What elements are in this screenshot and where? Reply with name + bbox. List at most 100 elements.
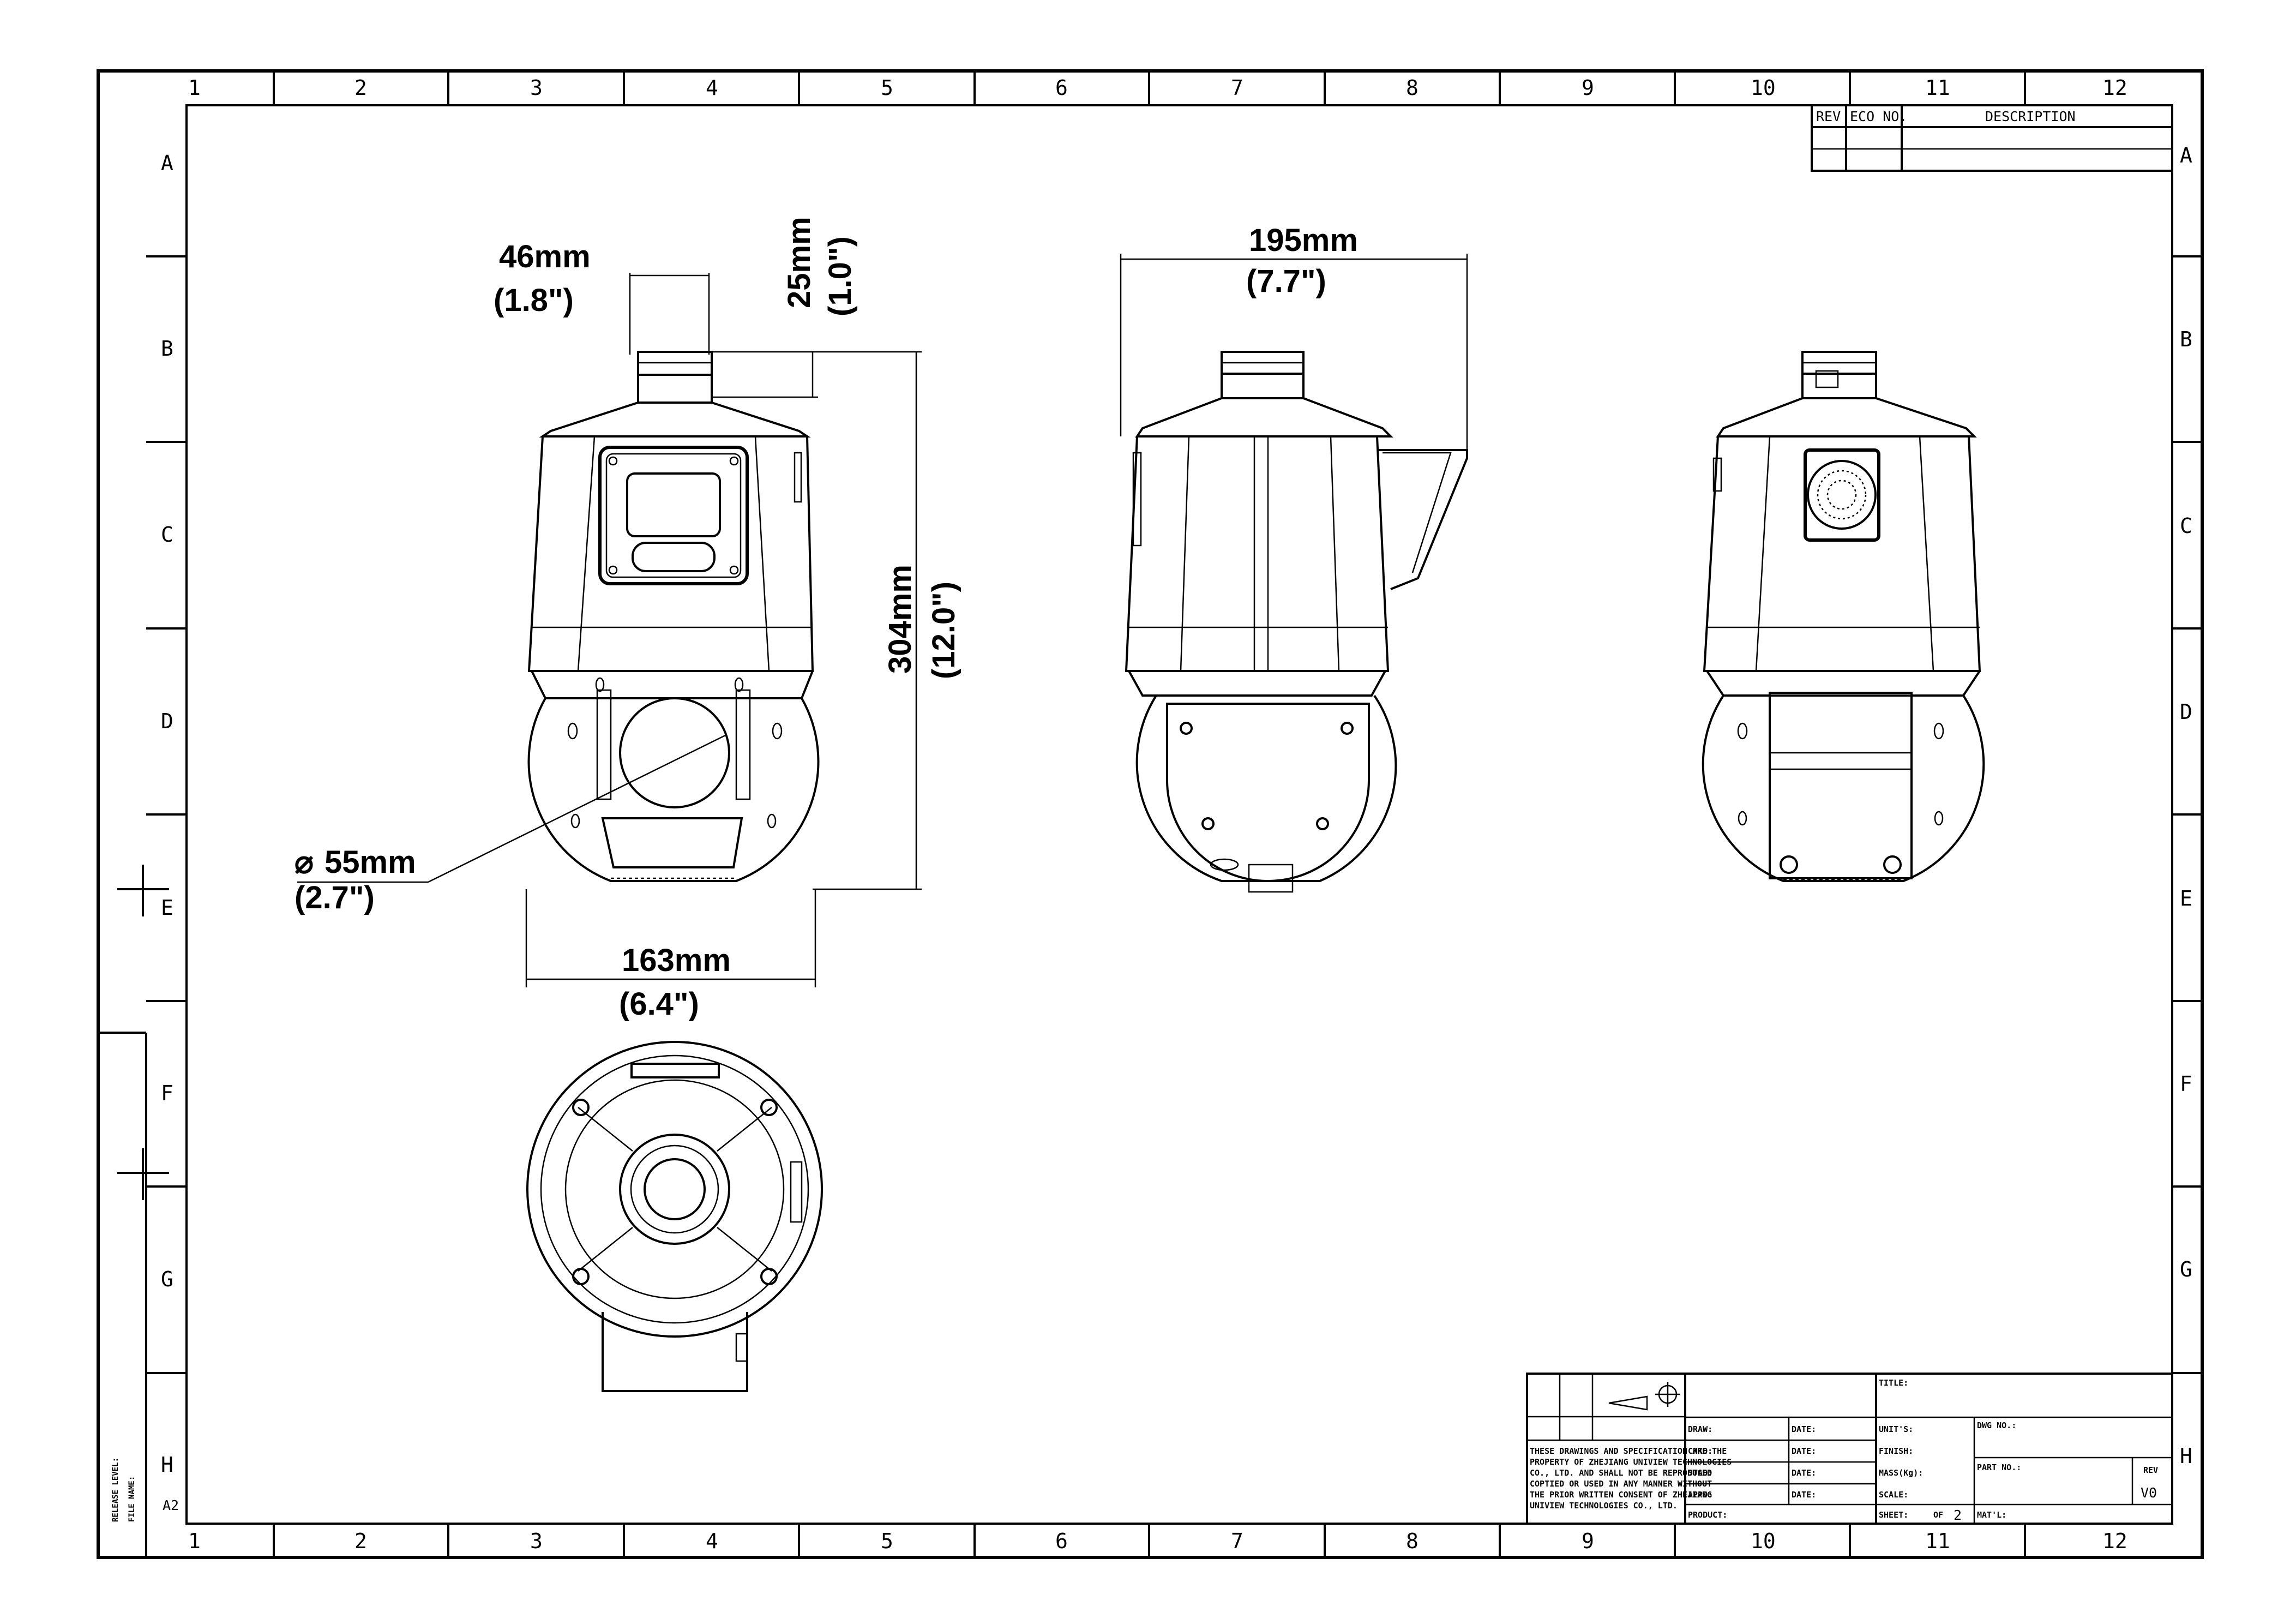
grid-row-f: F (161, 1081, 173, 1105)
grid-col-8: 8 (1406, 76, 1419, 100)
grid-row-e-right: E (2180, 886, 2192, 910)
grid-col-11-bottom: 11 (1925, 1529, 1950, 1553)
front-view-dimensions (297, 273, 922, 987)
grid-col-10: 10 (1751, 76, 1776, 100)
grid-col-7-bottom: 7 (1231, 1529, 1243, 1553)
grid-row-e: E (161, 896, 173, 920)
grid-col-10-bottom: 10 (1751, 1529, 1776, 1553)
grid-row-h-right: H (2180, 1444, 2192, 1468)
top-view (526, 1041, 823, 1392)
grid-row-c: C (161, 523, 173, 547)
date-label-3: DATE: (1792, 1468, 1816, 1478)
grid-row-a: A (161, 151, 173, 175)
dim-depth-in: (7.7") (1246, 263, 1326, 299)
date-label-2: DATE: (1792, 1446, 1816, 1456)
lens-diameter-symbol: ⌀ (294, 844, 314, 880)
side-view (1125, 351, 1468, 893)
grid-col-9: 9 (1582, 76, 1594, 100)
grid-row-labels-right: A B C D E F G H (2180, 143, 2192, 1468)
description-header: DESCRIPTION (1985, 109, 2076, 124)
chkd-label: CHKD: (1688, 1446, 1712, 1456)
grid-row-d: D (161, 709, 173, 733)
dim-depth-mm: 195mm (1249, 223, 1358, 258)
rev-header: REV (1816, 109, 1841, 124)
front-view-dimension-labels: 46mm (1.8") 25mm (1.0") 304mm (12.0") ⌀ … (294, 217, 961, 1022)
scale-label: SCALE: (1879, 1490, 1908, 1500)
notice-line-1: THESE DRAWINGS AND SPECIFICATION ARE THE (1530, 1446, 1727, 1456)
title-block: THESE DRAWINGS AND SPECIFICATION ARE THE… (1526, 1373, 2173, 1525)
side-view-dimensions: 195mm (7.7") (1120, 223, 1468, 450)
dim-top-width-mm: 46mm (499, 239, 591, 274)
grid-col-3: 3 (530, 76, 543, 100)
dwg-no-label: DWG NO.: (1977, 1421, 2016, 1430)
finish-label: FINISH: (1879, 1446, 1913, 1456)
grid-row-c-right: C (2180, 514, 2192, 538)
stad-label: STAD: (1688, 1468, 1712, 1478)
grid-column-labels-bottom: 1 2 3 4 5 6 7 8 9 10 11 12 (188, 1529, 2127, 1553)
grid-row-b: B (161, 337, 173, 361)
front-view (527, 351, 820, 882)
mass-label: MASS(Kg): (1879, 1468, 1923, 1478)
sheet-label: SHEET: (1879, 1510, 1908, 1520)
grid-col-12-bottom: 12 (2102, 1529, 2127, 1553)
grid-col-9-bottom: 9 (1582, 1529, 1594, 1553)
notice-line-4: COPTIED OR USED IN ANY MANNER WITHOUT (1530, 1479, 1712, 1489)
grid-row-d-right: D (2180, 700, 2192, 724)
product-label: PRODUCT: (1688, 1510, 1727, 1520)
part-no-label: PART NO.: (1977, 1463, 2021, 1472)
grid-col-4-bottom: 4 (706, 1529, 718, 1553)
grid-row-g-right: G (2180, 1257, 2192, 1281)
grid-col-3-bottom: 3 (530, 1529, 543, 1553)
grid-row-h: H (161, 1453, 173, 1477)
notice-line-5: THE PRIOR WRITTEN CONSENT OF ZHEJIANG (1530, 1490, 1712, 1500)
dim-top-width-in: (1.8") (494, 283, 574, 318)
grid-col-11: 11 (1925, 76, 1950, 100)
dim-lens-dia-mm: 55mm (324, 844, 416, 880)
appd-label: APPD: (1688, 1490, 1712, 1500)
release-level-label: RELEASE LEVEL: (111, 1458, 120, 1522)
dim-total-height-in: (12.0") (926, 582, 961, 679)
file-name-label: FILE NAME: (128, 1476, 136, 1522)
date-label-1: DATE: (1792, 1424, 1816, 1434)
dim-body-width-in: (6.4") (619, 986, 699, 1022)
title-label: TITLE: (1879, 1378, 1908, 1388)
dim-body-width-mm: 163mm (622, 943, 731, 978)
grid-col-12: 12 (2102, 76, 2127, 100)
notice-line-3: CO., LTD. AND SHALL NOT BE REPRODUCED (1530, 1468, 1712, 1478)
grid-row-b-right: B (2180, 327, 2192, 351)
grid-row-g: G (161, 1267, 173, 1291)
revision-block: REV ECO NO. DESCRIPTION (1811, 104, 2173, 172)
notice-line-6: UNIVIEW TECHNOLOGIES CO., LTD. (1530, 1501, 1678, 1511)
grid-col-1: 1 (188, 76, 201, 100)
eco-header: ECO NO. (1850, 109, 1907, 124)
sheet-of-label: OF (1933, 1510, 1943, 1520)
dim-total-height-mm: 304mm (882, 565, 918, 674)
dim-lens-dia-in: (2.7") (294, 880, 375, 915)
sheet-size-label: A2 (163, 1497, 179, 1513)
grid-col-1-bottom: 1 (188, 1529, 201, 1553)
margin-labels: RELEASE LEVEL: FILE NAME: A2 (111, 1458, 179, 1522)
matl-label: MAT'L: (1977, 1510, 2006, 1520)
units-label: UNIT'S: (1879, 1424, 1913, 1434)
grid-col-5: 5 (881, 76, 893, 100)
grid-row-a-right: A (2180, 143, 2192, 167)
drawing-frame (97, 69, 2204, 1559)
grid-col-7: 7 (1231, 76, 1243, 100)
grid-col-2-bottom: 2 (354, 1529, 367, 1553)
grid-col-2: 2 (354, 76, 367, 100)
grid-col-6-bottom: 6 (1055, 1529, 1068, 1553)
dim-top-height-mm: 25mm (782, 217, 817, 308)
grid-row-labels-left: A B C D E F G H (161, 151, 173, 1477)
notice-line-2: PROPERTY OF ZHEJIANG UNIVIEW TECHNOLOGIE… (1530, 1457, 1732, 1467)
grid-col-8-bottom: 8 (1406, 1529, 1419, 1553)
date-label-4: DATE: (1792, 1490, 1816, 1500)
grid-row-f-right: F (2180, 1072, 2192, 1096)
rev-label: REV (2143, 1465, 2158, 1475)
grid-col-5-bottom: 5 (881, 1529, 893, 1553)
grid-col-4: 4 (706, 76, 718, 100)
grid-column-labels-top: 1 2 3 4 5 6 7 8 9 10 11 12 (188, 76, 2127, 100)
sheet-total: 2 (1954, 1507, 1962, 1523)
grid-col-6: 6 (1055, 76, 1068, 100)
rev-value: V0 (2141, 1485, 2157, 1501)
